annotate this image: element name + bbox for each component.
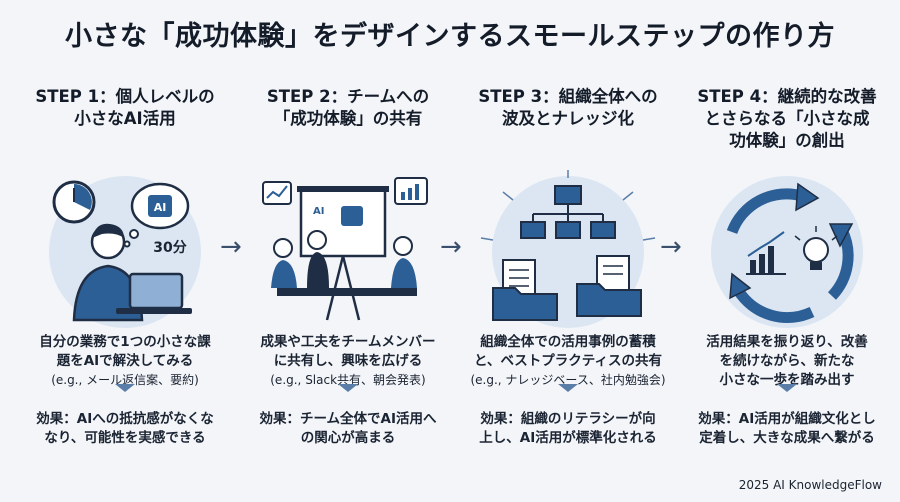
step-2-effect: 効果：チーム全体でAI活用へ の関心が高まる <box>238 410 458 448</box>
step-4-head-line1: STEP 4：継続的な改善 <box>697 87 877 106</box>
step-3-effect: 効果：組織のリテラシーが向 上し、AI活用が標準化される <box>458 410 678 448</box>
step-2-header: STEP 2：チームへの 「成功体験」の共有 <box>243 86 453 156</box>
step-2-effect-line1: 効果：チーム全体でAI活用へ <box>259 411 437 427</box>
step-3-description: 組織全体での活用事例の蓄積 と、ベストプラクティスの共有 (e.g., ナレッジ… <box>458 333 678 390</box>
step-3-head-line2: 波及とナレッジ化 <box>502 109 634 128</box>
step-4-illustration <box>692 170 882 330</box>
step-1-desc-example: (e.g., メール返信案、要約) <box>51 373 199 387</box>
clock-icon <box>52 180 96 224</box>
step-3-desc-line2: と、ベストプラクティスの共有 <box>474 353 662 369</box>
step-1-head-line2: 小さなAI活用 <box>74 109 176 128</box>
step-4-head-line2: とさらなる「小さな成 <box>704 109 870 128</box>
step-1-desc-line1: 自分の業務で1つの小さな課 <box>39 334 211 350</box>
step-3-effect-line1: 効果：組織のリテラシーが向 <box>480 411 656 427</box>
footer-credit: 2025 AI KnowledgeFlow <box>738 478 882 492</box>
step-4-description: 活用結果を振り返り、改善 を続けながら、新たな 小さな一歩を踏み出す <box>677 333 897 390</box>
step-3-effect-line2: 上し、AI活用が標準化される <box>479 430 657 446</box>
step-4-header: STEP 4：継続的な改善 とさらなる「小さな成 功体験」の創出 <box>682 86 892 156</box>
step-4-head-line3: 功体験」の創出 <box>729 131 845 150</box>
chart-bubble-icon <box>262 177 428 205</box>
step-3-desc-line1: 組織全体での活用事例の蓄積 <box>480 334 656 350</box>
step-2-effect-line2: の関心が高まる <box>300 430 396 446</box>
thought-bubble-ai-chip-icon: AI <box>123 182 190 248</box>
step-4-desc-line1: 活用結果を振り返り、改善 <box>706 334 868 350</box>
step-1-description: 自分の業務で1つの小さな課 題をAIで解決してみる (e.g., メール返信案、… <box>15 333 235 390</box>
folder-icon <box>492 283 642 321</box>
step-1-chevron-icon <box>115 384 135 392</box>
step-3-desc-example: (e.g., ナレッジベース、社内勉強会) <box>470 373 666 387</box>
step-4-desc-line2: を続けながら、新たな <box>719 353 855 369</box>
org-chart-icon <box>520 185 616 239</box>
step-2-desc-line2: に共有し、興味を広げる <box>273 353 423 369</box>
arrow-right-icon: → <box>220 232 242 262</box>
step-3-header: STEP 3：組織全体への 波及とナレッジ化 <box>463 86 673 156</box>
step-2-head-line1: STEP 2：チームへの <box>266 87 430 106</box>
lightbulb-icon <box>794 226 838 270</box>
step-2-desc-line1: 成果や工夫をチームメンバー <box>260 334 436 350</box>
person-laptop-icon <box>72 223 192 322</box>
step-2-ai-label: AI <box>313 206 324 217</box>
step-1-effect-line1: 効果：AIへの抵抗感がなくな <box>36 411 214 427</box>
arrow-right-icon: → <box>660 232 682 262</box>
step-2-head-line2: 「成功体験」の共有 <box>273 109 423 128</box>
step-1-time-badge: 30分 <box>153 240 186 256</box>
step-2-description: 成果や工夫をチームメンバー に共有し、興味を広げる (e.g., Slack共有… <box>238 333 458 390</box>
step-2-illustration: AI <box>253 170 443 330</box>
step-1-ai-badge: AI <box>154 201 167 214</box>
step-1-illustration: AI 30分 <box>30 170 220 330</box>
step-3-chevron-icon <box>558 384 578 392</box>
step-4-effect-line1: 効果：AI活用が組織文化とし <box>698 411 876 427</box>
step-1-header: STEP 1：個人レベルの 小さなAI活用 <box>20 86 230 156</box>
step-4-chevron-icon <box>777 384 797 392</box>
step-3-illustration <box>473 170 663 330</box>
step-1-effect-line2: なり、可能性を実感できる <box>44 430 206 446</box>
step-4-effect: 効果：AI活用が組織文化とし 定着し、大きな成果へ繋がる <box>677 410 897 448</box>
step-1-head-line1: STEP 1：個人レベルの <box>35 87 215 106</box>
step-4-desc-line3: 小さな一歩を踏み出す <box>719 372 855 388</box>
page-title: 小さな「成功体験」をデザインするスモールステップの作り方 <box>65 21 835 52</box>
presentation-board-icon: AI <box>297 186 389 321</box>
bar-chart-icon <box>746 231 786 275</box>
step-2-chevron-icon <box>338 384 358 392</box>
step-1-effect: 効果：AIへの抵抗感がなくな なり、可能性を実感できる <box>15 410 235 448</box>
step-1-desc-line2: 題をAIで解決してみる <box>56 353 194 369</box>
step-3-head-line1: STEP 3：組織全体への <box>478 87 658 106</box>
arrow-right-icon: → <box>440 232 462 262</box>
step-2-desc-example: (e.g., Slack共有、朝会発表) <box>270 373 426 387</box>
step-4-effect-line2: 定着し、大きな成果へ繋がる <box>699 430 875 446</box>
team-meeting-icon <box>271 230 417 296</box>
